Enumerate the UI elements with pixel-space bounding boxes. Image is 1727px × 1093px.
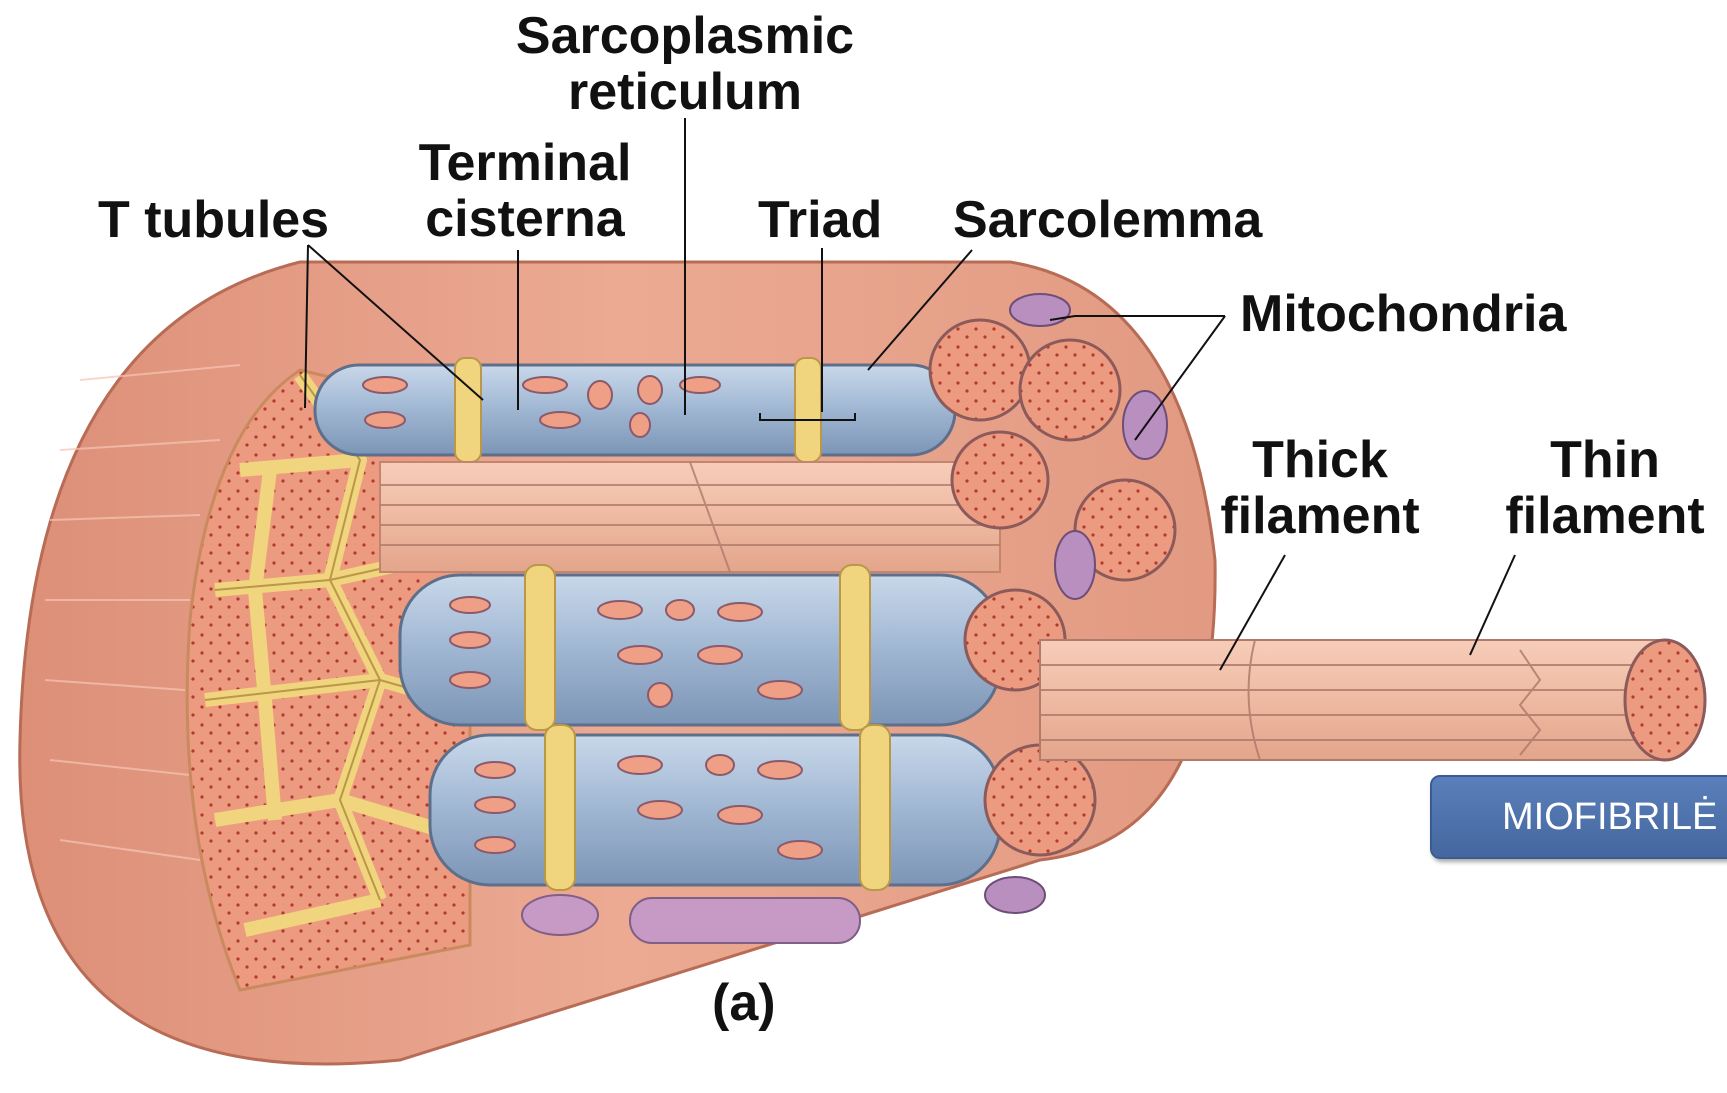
label-thick-filament-line2: filament	[1210, 488, 1430, 544]
myofibril-badge: MIOFIBRILĖ	[1430, 775, 1727, 859]
label-terminal-cisterna: Terminal cisterna	[380, 135, 670, 247]
label-panel-a: (a)	[712, 975, 776, 1031]
label-thick-filament: Thick filament	[1210, 432, 1430, 544]
myofibril-row-middle	[400, 565, 1000, 730]
myofibril-row-top	[315, 358, 955, 462]
label-sarcolemma: Sarcolemma	[953, 192, 1262, 248]
label-thick-filament-line1: Thick	[1210, 432, 1430, 488]
myofibril-badge-text: MIOFIBRILĖ	[1502, 796, 1717, 839]
label-terminal-cisterna-line2: cisterna	[380, 191, 670, 247]
label-thin-filament: Thin filament	[1490, 432, 1720, 544]
label-thin-filament-line1: Thin	[1490, 432, 1720, 488]
label-terminal-cisterna-line1: Terminal	[380, 135, 670, 191]
label-sarcoplasmic-reticulum: Sarcoplasmic reticulum	[480, 8, 890, 120]
label-mitochondria: Mitochondria	[1240, 286, 1566, 342]
label-thin-filament-line2: filament	[1490, 488, 1720, 544]
protruding-myofibril	[1040, 640, 1705, 760]
label-sarcoplasmic-reticulum-line2: reticulum	[480, 64, 890, 120]
label-t-tubules: T tubules	[98, 192, 329, 248]
label-sarcoplasmic-reticulum-line1: Sarcoplasmic	[480, 8, 890, 64]
label-triad: Triad	[758, 192, 882, 248]
myofibril-exposed	[380, 462, 1000, 572]
